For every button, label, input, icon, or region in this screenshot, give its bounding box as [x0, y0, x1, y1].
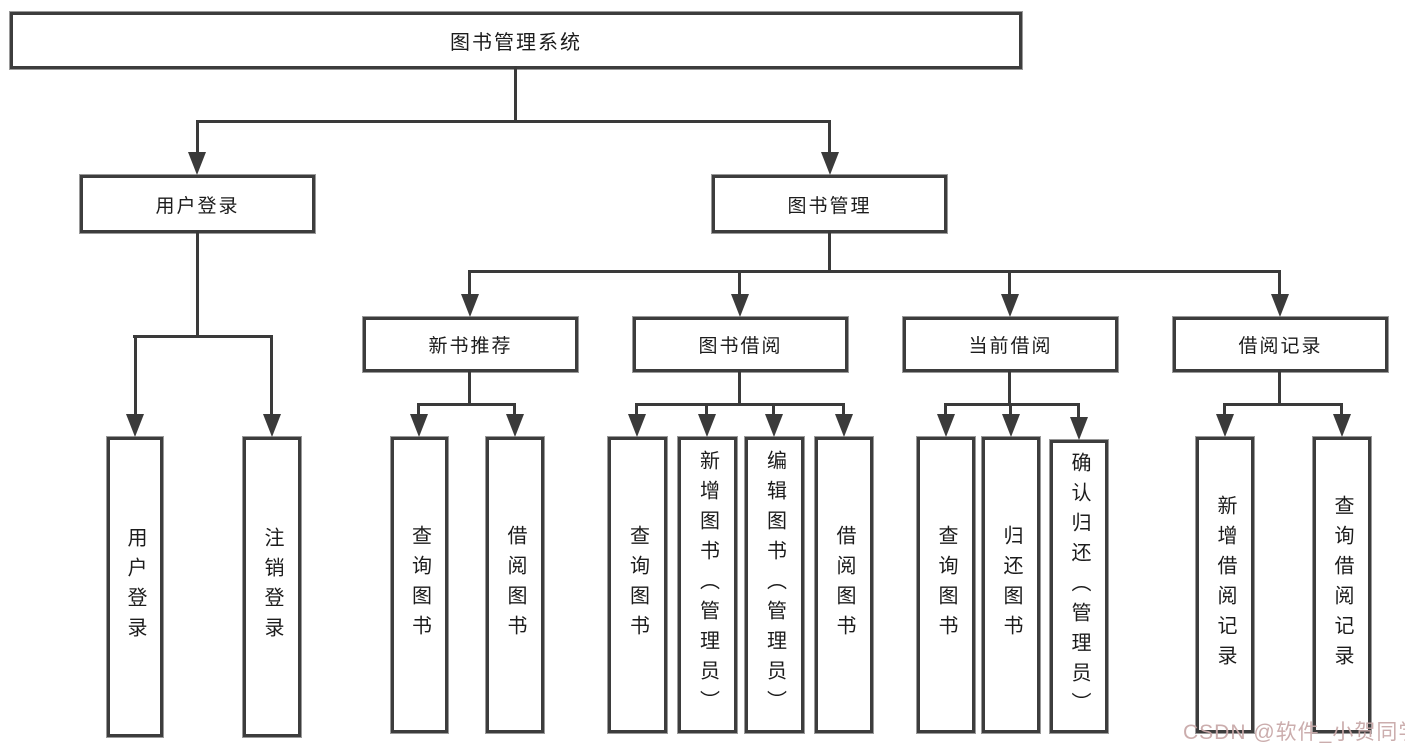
arrowhead-down-icon — [1216, 414, 1234, 437]
leaf-query-books-borrowing: 查询图书 — [608, 437, 667, 733]
node-borrowing-records: 借阅记录 — [1173, 317, 1388, 372]
node-user-login: 用户登录 — [80, 175, 315, 233]
arrowhead-down-icon — [410, 414, 428, 437]
arrowhead-down-icon — [1001, 294, 1019, 317]
connector-hline — [944, 403, 1080, 406]
arrowhead-down-icon — [263, 414, 281, 437]
node-book-management: 图书管理 — [712, 175, 947, 233]
connector-stub — [1008, 370, 1011, 405]
arrowhead-down-icon — [1333, 414, 1351, 437]
connector-stub — [842, 403, 845, 417]
connector-stub — [196, 120, 199, 158]
arrowhead-down-icon — [821, 152, 839, 175]
connector-level2-hline — [196, 120, 831, 123]
connector-stub — [270, 335, 273, 417]
connector-stub — [1009, 403, 1012, 417]
leaf-query-borrow-record: 查询借阅记录 — [1313, 437, 1371, 733]
leaf-logout: 注销登录 — [243, 437, 301, 737]
connector-stub — [513, 403, 516, 417]
leaf-add-book-admin: 新增图书（管理员） — [678, 437, 737, 733]
node-book-management-system: 图书管理系统 — [10, 12, 1022, 69]
node-book-borrowing: 图书借阅 — [633, 317, 848, 372]
arrowhead-down-icon — [628, 414, 646, 437]
arrowhead-down-icon — [1070, 417, 1088, 440]
connector-hline — [1223, 403, 1343, 406]
arrowhead-down-icon — [126, 414, 144, 437]
connector-stub — [1340, 403, 1343, 417]
connector-stub — [738, 270, 741, 296]
leaf-add-borrow-record: 新增借阅记录 — [1196, 437, 1254, 733]
connector-stub — [828, 120, 831, 158]
connector-hline — [417, 403, 516, 406]
leaf-borrow-books-borrowing: 借阅图书 — [815, 437, 873, 733]
connector-stub — [944, 403, 947, 417]
connector-hline — [635, 403, 845, 406]
leaf-confirm-return-admin: 确认归还（管理员） — [1050, 440, 1108, 733]
connector-stub — [738, 370, 741, 405]
leaf-query-books-recommend: 查询图书 — [391, 437, 448, 733]
node-current-borrowing: 当前借阅 — [903, 317, 1118, 372]
leaf-edit-book-admin: 编辑图书（管理员） — [745, 437, 804, 733]
connector-stub — [417, 403, 420, 417]
connector-stub — [1223, 403, 1226, 417]
connector-stub — [1278, 370, 1281, 405]
connector-stub — [468, 270, 471, 296]
connector-hline — [133, 335, 273, 338]
arrowhead-down-icon — [506, 414, 524, 437]
leaf-query-books-current: 查询图书 — [917, 437, 975, 733]
connector-stub — [134, 335, 137, 417]
connector-stub — [1008, 270, 1011, 296]
leaf-user-login: 用户登录 — [107, 437, 163, 737]
arrowhead-down-icon — [1002, 414, 1020, 437]
arrowhead-down-icon — [835, 414, 853, 437]
connector-root-stub — [514, 66, 517, 122]
arrowhead-down-icon — [731, 294, 749, 317]
connector-stub — [1077, 403, 1080, 419]
arrowhead-down-icon — [698, 414, 716, 437]
connector-stub — [828, 231, 831, 272]
csdn-watermark: CSDN @软件_小贺同学 — [1183, 721, 1405, 744]
connector-level3-hline — [468, 270, 1281, 273]
connector-stub — [772, 403, 775, 417]
connector-stub — [705, 403, 708, 417]
leaf-borrow-books-recommend: 借阅图书 — [486, 437, 544, 733]
arrowhead-down-icon — [937, 414, 955, 437]
connector-stub — [635, 403, 638, 417]
arrowhead-down-icon — [765, 414, 783, 437]
node-new-book-recommendation: 新书推荐 — [363, 317, 578, 372]
arrowhead-down-icon — [461, 294, 479, 317]
connector-stub — [1278, 270, 1281, 296]
connector-stub — [196, 231, 199, 337]
arrowhead-down-icon — [188, 152, 206, 175]
arrowhead-down-icon — [1271, 294, 1289, 317]
leaf-return-books: 归还图书 — [982, 437, 1040, 733]
connector-stub — [468, 370, 471, 405]
